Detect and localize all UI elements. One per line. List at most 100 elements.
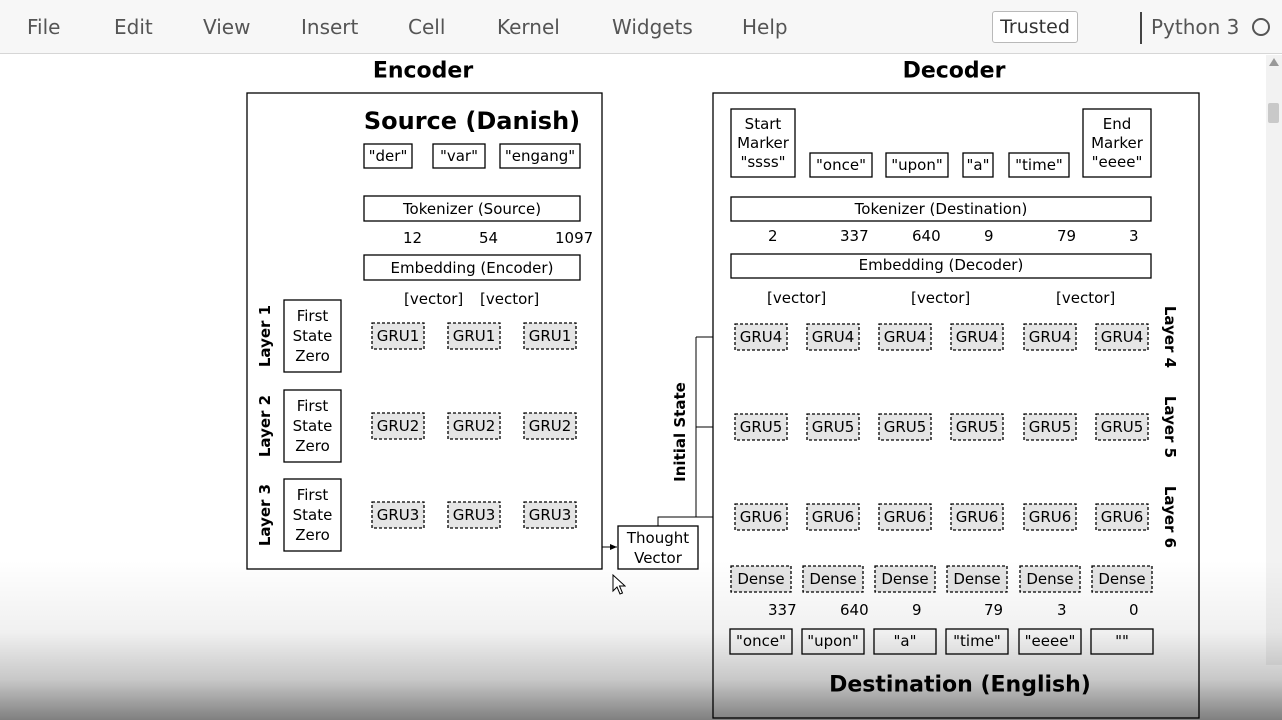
output-word: "" bbox=[1115, 632, 1129, 650]
decoder-gru-cell bbox=[1095, 323, 1149, 351]
decoder-layer-label: Layer 4 bbox=[1161, 306, 1179, 368]
destination-word: "a" bbox=[967, 156, 990, 174]
decoder-frame bbox=[712, 92, 1200, 719]
vector-label: [vector] bbox=[404, 290, 463, 308]
trusted-indicator[interactable]: Trusted bbox=[992, 11, 1078, 43]
end-marker-label: "eeee" bbox=[1092, 153, 1143, 171]
encoder-tokenizer-label: Tokenizer (Source) bbox=[402, 200, 541, 218]
dense-layer-label: Dense bbox=[1026, 570, 1073, 588]
encoder-gru-cell bbox=[447, 412, 501, 440]
first-state-zero-label: Zero bbox=[295, 437, 330, 455]
encoder-gru-cell bbox=[523, 412, 577, 440]
encoder-gru-label: GRU3 bbox=[377, 506, 420, 524]
decoder-gru-label: GRU5 bbox=[1101, 418, 1144, 436]
menu-cell[interactable]: Cell bbox=[408, 15, 446, 39]
encoder-gru-label: GRU1 bbox=[529, 327, 572, 345]
menu-kernel[interactable]: Kernel bbox=[497, 15, 560, 39]
dense-layer-label: Dense bbox=[809, 570, 856, 588]
output-token-id: 640 bbox=[840, 601, 869, 619]
decoder-gru-cell bbox=[734, 323, 788, 351]
menu-insert[interactable]: Insert bbox=[301, 15, 359, 39]
decoder-gru-cell bbox=[950, 503, 1004, 531]
decoder-tokenizer-box bbox=[730, 196, 1152, 222]
thought-vector-label: Thought bbox=[626, 529, 689, 547]
decoder-gru-cell bbox=[806, 503, 860, 531]
source-word-box bbox=[432, 143, 486, 169]
first-state-zero-label: Zero bbox=[295, 526, 330, 544]
decoder-gru-label: GRU5 bbox=[812, 418, 855, 436]
decoder-gru-label: GRU5 bbox=[884, 418, 927, 436]
encoder-embedding-label: Embedding (Encoder) bbox=[391, 259, 554, 277]
encoder-gru-cell bbox=[523, 322, 577, 350]
vector-label: [vector] bbox=[480, 290, 539, 308]
decoder-gru-cell bbox=[1095, 413, 1149, 441]
dense-layer-label: Dense bbox=[1098, 570, 1145, 588]
menu-widgets[interactable]: Widgets bbox=[612, 15, 693, 39]
scrollbar-thumb[interactable] bbox=[1268, 103, 1279, 123]
encoder-gru-label: GRU2 bbox=[529, 417, 572, 435]
destination-token-id: 337 bbox=[840, 227, 869, 245]
start-marker-label: "ssss" bbox=[740, 153, 785, 171]
encoder-gru-cell bbox=[447, 322, 501, 350]
first-state-zero-label: First bbox=[297, 397, 329, 415]
menu-edit[interactable]: Edit bbox=[114, 15, 153, 39]
first-state-zero-box bbox=[283, 478, 342, 552]
dense-layer-label: Dense bbox=[953, 570, 1000, 588]
encoder-gru-cell bbox=[447, 501, 501, 529]
output-token-id: 9 bbox=[912, 601, 922, 619]
decoder-gru-label: GRU6 bbox=[812, 508, 855, 526]
first-state-zero-label: Zero bbox=[295, 347, 330, 365]
source-token-id: 54 bbox=[479, 229, 498, 247]
first-state-zero-label: State bbox=[293, 506, 333, 524]
output-token-id: 79 bbox=[984, 601, 1003, 619]
output-word: "upon" bbox=[807, 632, 859, 650]
destination-word-box bbox=[1008, 152, 1070, 178]
menu-file[interactable]: File bbox=[27, 15, 61, 39]
source-word-box bbox=[499, 143, 581, 169]
decoder-gru-cell bbox=[734, 503, 788, 531]
source-token-id: 12 bbox=[403, 229, 422, 247]
decoder-layer-label: Layer 6 bbox=[1161, 486, 1179, 548]
decoder-gru-label: GRU4 bbox=[1101, 328, 1144, 346]
encoder-gru-cell bbox=[523, 501, 577, 529]
encoder-gru-cell bbox=[371, 322, 425, 350]
mouse-cursor-icon bbox=[612, 574, 626, 595]
start-marker-label: Marker bbox=[737, 134, 790, 152]
encoder-layer-label: Layer 2 bbox=[256, 395, 274, 457]
decoder-tokenizer-label: Tokenizer (Destination) bbox=[854, 200, 1028, 218]
scroll-up-arrow-icon[interactable] bbox=[1269, 58, 1279, 66]
encoder-gru-label: GRU3 bbox=[529, 506, 572, 524]
initial-state-label: Initial State bbox=[671, 382, 689, 482]
start-marker-label: Start bbox=[745, 115, 782, 133]
scrollbar[interactable] bbox=[1266, 55, 1282, 665]
encoder-layer-label: Layer 1 bbox=[256, 305, 274, 367]
output-token-id: 337 bbox=[768, 601, 797, 619]
first-state-zero-label: State bbox=[293, 327, 333, 345]
destination-token-id: 79 bbox=[1057, 227, 1076, 245]
decoder-gru-label: GRU6 bbox=[884, 508, 927, 526]
source-word-box bbox=[363, 143, 413, 169]
decoder-gru-label: GRU5 bbox=[740, 418, 783, 436]
first-state-zero-label: First bbox=[297, 307, 329, 325]
kernel-name[interactable]: Python 3 bbox=[1151, 15, 1240, 39]
end-marker-label: Marker bbox=[1091, 134, 1144, 152]
menu-help[interactable]: Help bbox=[742, 15, 788, 39]
vector-label: [vector] bbox=[1056, 289, 1115, 307]
decoder-gru-cell bbox=[1023, 413, 1077, 441]
decoder-gru-cell bbox=[1023, 323, 1077, 351]
thought-vector-label: Vector bbox=[634, 549, 683, 567]
decoder-gru-label: GRU5 bbox=[1029, 418, 1072, 436]
decoder-embedding-box bbox=[730, 253, 1152, 279]
decoder-embedding-label: Embedding (Decoder) bbox=[859, 256, 1024, 274]
source-word: "engang" bbox=[505, 147, 575, 165]
menu-view[interactable]: View bbox=[203, 15, 251, 39]
decoder-gru-label: GRU4 bbox=[740, 328, 783, 346]
encoder-gru-label: GRU2 bbox=[453, 417, 496, 435]
decoder-gru-label: GRU4 bbox=[956, 328, 999, 346]
connector-arrow bbox=[657, 516, 696, 526]
decoder-gru-label: GRU6 bbox=[740, 508, 783, 526]
decoder-gru-label: GRU4 bbox=[812, 328, 855, 346]
decoder-gru-cell bbox=[950, 323, 1004, 351]
decoder-gru-label: GRU4 bbox=[884, 328, 927, 346]
